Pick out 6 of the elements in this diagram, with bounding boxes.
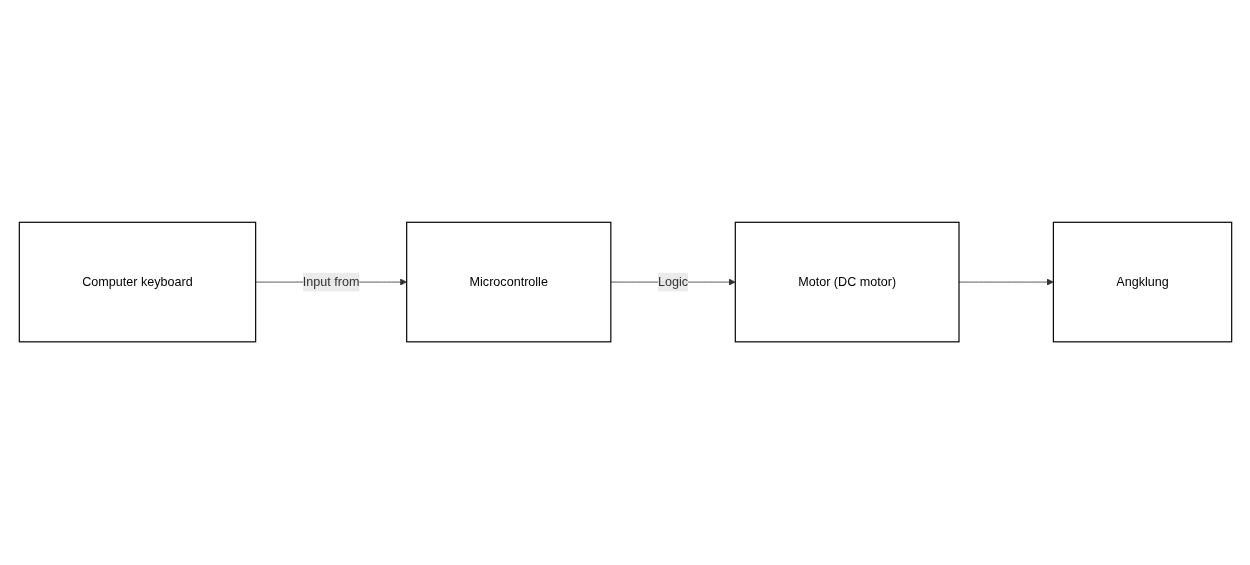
node-box: Computer keyboard — [18, 222, 256, 343]
node-box: Microcontrolle — [405, 222, 611, 343]
node-box: Motor (DC motor) — [734, 222, 960, 343]
node-box: Angklung — [1052, 222, 1232, 343]
edge-label: Input from — [302, 275, 359, 289]
edge-label: Logic — [657, 275, 688, 289]
